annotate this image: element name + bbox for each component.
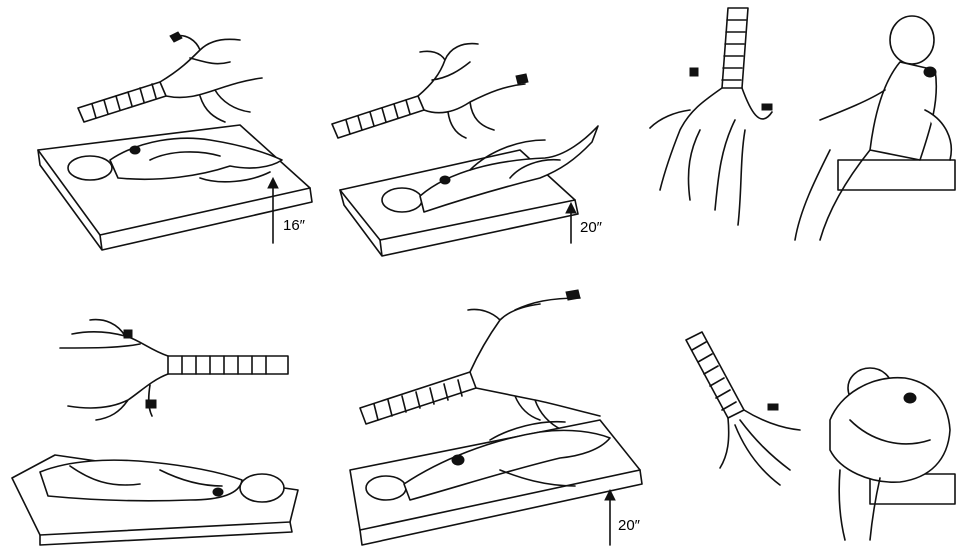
panel-5-height-label: 20″	[618, 517, 641, 534]
panel-1-side-lying-elevated: 16″	[38, 32, 312, 250]
panel-1-bronchial-tree	[78, 32, 262, 122]
panel-6-bronchial-tree	[686, 332, 800, 485]
panel-4-bronchial-tree	[60, 320, 288, 420]
panel-2-height-arrow: 20″	[566, 203, 603, 243]
panel-3-sitting-upright	[650, 8, 955, 240]
panel-1-height-label: 16″	[283, 217, 306, 234]
panel-3-seat	[838, 160, 955, 190]
panel-6-sitting-leaning-forward	[686, 332, 955, 540]
panel-5-bronchial-tree	[360, 290, 600, 430]
panel-6-patient	[830, 368, 950, 540]
panel-2-side-lying-elevated: 20″	[332, 44, 603, 256]
panel-5-height-arrow: 20″	[605, 490, 641, 545]
panel-5-prone-elevated: 20″	[350, 290, 642, 545]
panel-3-bronchial-tree	[650, 8, 772, 225]
panel-4-supine-flat	[12, 320, 298, 545]
panel-2-bronchial-tree	[332, 44, 528, 138]
panel-4-patient	[40, 460, 284, 502]
panel-3-patient	[795, 16, 951, 240]
panel-2-height-label: 20″	[580, 219, 603, 236]
